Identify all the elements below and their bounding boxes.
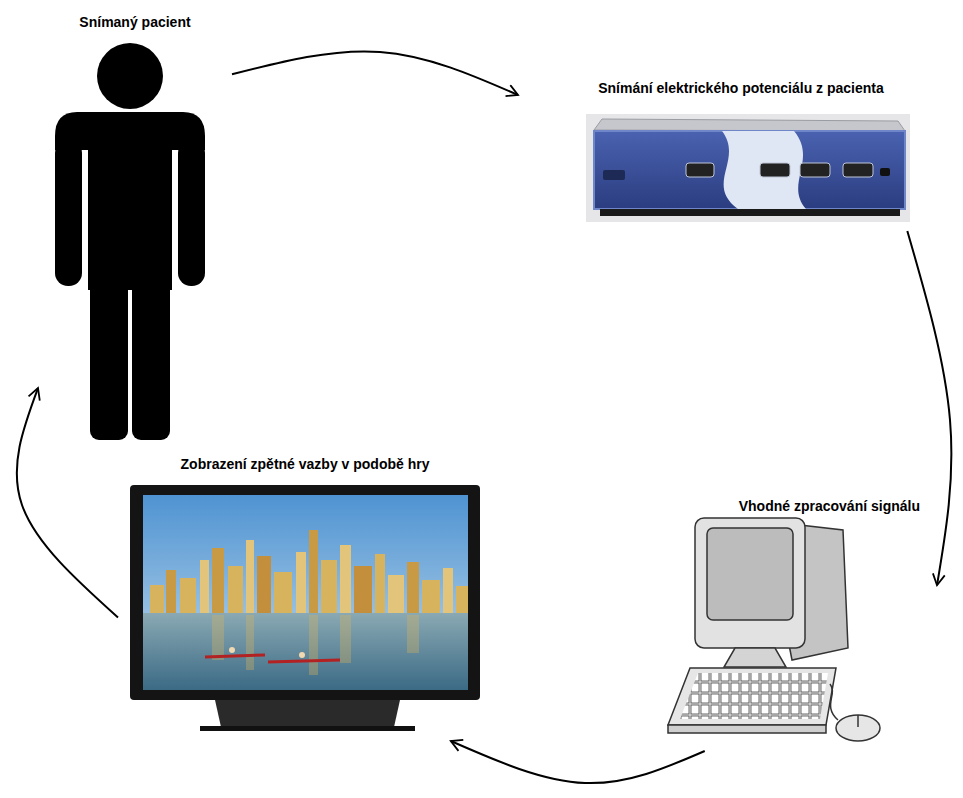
television-screen-part-part [456,586,468,613]
curved-arrow [451,741,705,783]
illustrated-node: Zobrazení zpětné vazby v podobě hry [125,450,485,734]
television-screen-part-part [246,540,254,613]
node-label: Snímání elektrického potenciálu z pacien… [525,74,957,98]
television-screen-part-part [150,585,164,613]
television-screen-part-part [309,530,318,613]
curved-arrow [17,388,118,617]
patient-figure-part [132,280,170,440]
television-screen-part-part [296,552,306,613]
connector-group [17,51,952,783]
computer-icon-part [707,528,793,620]
television-screen-part [229,647,235,653]
curved-arrow [232,51,518,95]
curved-arrow [907,231,951,585]
computer-icon-part [830,684,838,720]
acquisition-device-part [760,163,790,177]
patient-figure-part [88,140,172,290]
patient-figure-part [55,140,82,286]
node-label: Vhodné zpracování signálu [665,492,920,516]
television-screen-part-part [309,615,318,675]
television-screen-part [212,615,419,675]
television-screen-part-part [200,560,209,613]
computer-icon-part [724,648,786,667]
television-screen-part [205,655,265,657]
computer-icon-part [668,668,836,725]
node-label: Zobrazení zpětné vazby v podobě hry [125,450,485,474]
television-screen-part [299,652,305,658]
patient-figure-part [178,140,205,286]
television-screen-part-part [180,578,196,613]
acquisition-device-part [800,163,830,177]
illustrated-node: Snímaný pacient [45,8,225,450]
television-screen-part [143,613,468,690]
television-screen-part-part [257,556,271,613]
television-screen-part-part [422,580,440,613]
television-screen-part-part [443,568,453,613]
television-screen-part-part [354,566,372,613]
television-screen-part [200,726,415,731]
television-screen [130,485,480,731]
television-screen-part-part [375,554,385,613]
acquisition-device-part [594,119,905,131]
television-screen-part-part [274,572,292,613]
computer-icon-part [680,673,828,719]
television-screen-part-part [212,615,224,660]
illustrated-node: Snímání elektrického potenciálu z pacien… [525,74,957,224]
patient-figure-part [97,43,163,109]
acquisition-device-part [686,163,714,177]
television-screen-part [215,700,400,727]
node-label: Snímaný pacient [45,8,225,32]
computer-icon-part [695,518,805,648]
television-screen-part-part [166,570,176,613]
television-screen-part-part [228,566,243,613]
television-screen-part-part [212,548,224,613]
computer-icon-part [857,715,859,727]
acquisition-device-part [880,168,890,176]
television-screen-part-part [246,615,254,670]
acquisition-device-part [586,114,910,222]
television-screen-part-part [340,615,351,663]
television-screen-part [268,660,340,662]
patient-figure [55,43,205,440]
television-screen-part-part [407,615,419,653]
illustrated-node: Vhodné zpracování signálu [665,492,930,744]
computer-icon-part [836,715,880,741]
television-screen-part [150,530,468,613]
acquisition-device [586,114,910,222]
television-screen-part-part [407,562,419,613]
acquisition-device-part [600,209,900,216]
patient-figure-part [90,280,128,440]
acquisition-device-part [603,170,625,180]
television-screen-part-part [321,560,337,613]
acquisition-device-part [594,131,905,209]
television-screen-part-part [340,545,351,613]
acquisition-device-part [722,131,806,209]
computer-icon-part [668,725,826,733]
television-screen-part [130,485,480,700]
television-screen-part-part [388,575,404,613]
computer-icon [668,518,880,741]
television-screen-part [143,495,468,690]
acquisition-device-part [843,163,873,177]
